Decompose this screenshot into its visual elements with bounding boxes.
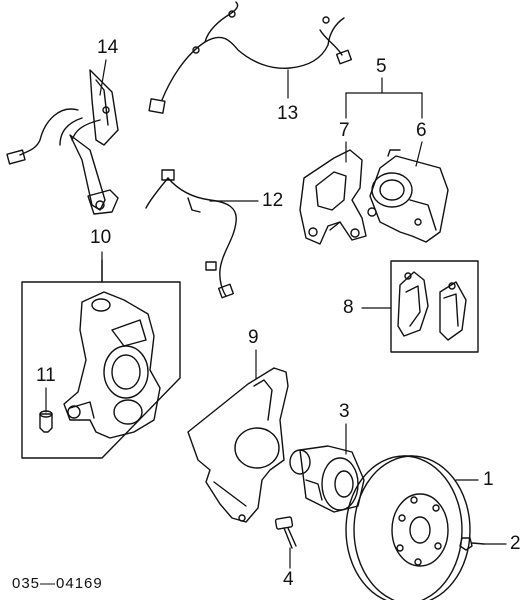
- part-14-sensor-bracket: [6, 69, 119, 215]
- callout-5: 5: [376, 56, 387, 77]
- callout-9: 9: [248, 327, 259, 348]
- part-7-caliper-bracket: [299, 149, 367, 245]
- part-4-bolt: [274, 516, 297, 549]
- callout-7: 7: [339, 120, 350, 141]
- part-13-sensor-cable: [148, 1, 353, 114]
- part-8-box: [390, 260, 479, 353]
- callout-11: 11: [36, 365, 56, 386]
- part-6-caliper: [367, 149, 449, 243]
- leader-14: [99, 59, 107, 96]
- part-1-brake-disc: [345, 455, 471, 600]
- leader-5-bracket: [345, 77, 423, 167]
- part-10-box: [21, 259, 181, 459]
- callout-2: 2: [510, 533, 521, 554]
- part-12-sensor-cable: [145, 169, 237, 299]
- diagram-code: 035—04169: [12, 575, 103, 592]
- callout-13: 13: [277, 103, 299, 124]
- part-9-dust-shield: [187, 367, 289, 523]
- callout-4: 4: [283, 569, 294, 590]
- part-8-brake-pads: [397, 271, 467, 341]
- callout-14: 14: [97, 37, 119, 58]
- callout-10: 10: [90, 227, 112, 248]
- callout-3: 3: [339, 401, 350, 422]
- callout-8: 8: [343, 297, 354, 318]
- part-3-hub: [289, 445, 365, 513]
- part-11-nut: [39, 387, 53, 433]
- callout-12: 12: [262, 190, 284, 211]
- part-2-screw: [459, 537, 485, 551]
- callout-1: 1: [483, 469, 494, 490]
- part-10-knuckle: [63, 291, 161, 439]
- callout-6: 6: [416, 120, 427, 141]
